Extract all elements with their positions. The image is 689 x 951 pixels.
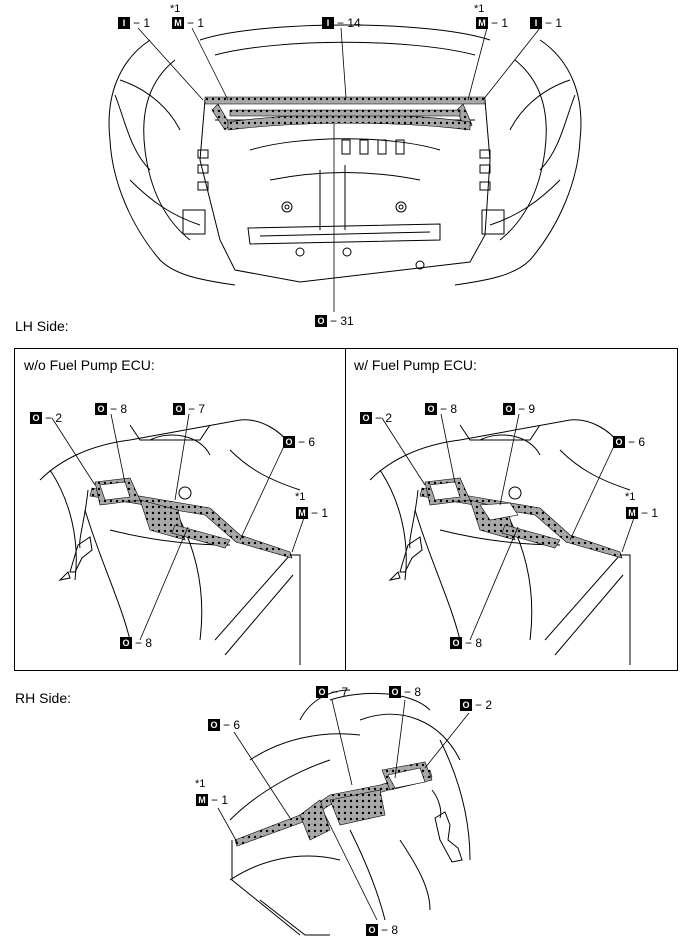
callout-wo-o6: O − 6 — [283, 436, 315, 448]
callout-wo-o7: O − 7 — [173, 403, 205, 415]
callout-wo-o8-top: O − 8 — [95, 403, 127, 415]
panel-title-with-ecu: w/ Fuel Pump ECU: — [354, 357, 477, 373]
callout-i1-right: I − 1 — [530, 17, 562, 29]
callout-o31: O − 31 — [315, 315, 354, 327]
rh-drawing — [229, 689, 471, 936]
connector-code-badge: O — [366, 924, 378, 936]
connector-code-badge: O — [30, 412, 42, 424]
connector-code-badge: O — [208, 719, 220, 731]
connector-number: − 6 — [628, 435, 646, 449]
note-marker: *1 — [170, 3, 181, 15]
connector-number: − 8 — [440, 402, 458, 416]
callout-rh-m1: M − 1 — [196, 794, 228, 806]
connector-number: − 1 — [641, 506, 659, 520]
callout-wo-o8-bottom: O − 8 — [120, 637, 152, 649]
connector-number: − 1 — [491, 16, 509, 30]
wo-leader-lines — [51, 413, 307, 641]
rh-leader-lines — [217, 699, 470, 921]
connector-code-badge: O — [283, 436, 295, 448]
rh-side-label: RH Side: — [15, 690, 72, 706]
ecu-comparison-frame — [14, 348, 678, 671]
callout-w-o8-top: O − 8 — [425, 403, 457, 415]
w-panel-drawing — [369, 419, 631, 665]
connector-number: − 7 — [331, 685, 349, 699]
callout-rh-o7: O − 7 — [316, 686, 348, 698]
callout-wo-m1: M − 1 — [296, 507, 328, 519]
callout-rh-o8-top: O − 8 — [389, 686, 421, 698]
callout-i1-left: I − 1 — [118, 17, 150, 29]
connector-number: − 1 — [187, 16, 205, 30]
connector-code-badge: I — [530, 17, 542, 29]
lh-side-label: LH Side: — [15, 318, 69, 334]
callout-w-o9: O − 9 — [503, 403, 535, 415]
panel-title-without-ecu: w/o Fuel Pump ECU: — [24, 357, 155, 373]
connector-number: − 6 — [298, 435, 316, 449]
rh-harness — [234, 761, 433, 847]
callout-rh-o2: O − 2 — [460, 699, 492, 711]
connector-code-badge: O — [173, 403, 185, 415]
connector-number: − 8 — [135, 636, 153, 650]
callout-m1-right: M − 1 — [476, 17, 508, 29]
connector-number: − 31 — [330, 314, 354, 328]
callout-w-o6: O − 6 — [613, 436, 645, 448]
connector-number: − 14 — [337, 16, 361, 30]
wo-panel-drawing — [39, 419, 301, 665]
connector-code-badge: M — [296, 507, 308, 519]
connector-code-badge: O — [460, 699, 472, 711]
callout-w-o8-bottom: O − 8 — [450, 637, 482, 649]
connector-code-badge: M — [196, 794, 208, 806]
connector-code-badge: O — [315, 315, 327, 327]
connector-number: − 2 — [45, 411, 63, 425]
connector-number: − 6 — [223, 718, 241, 732]
connector-number: − 2 — [375, 411, 393, 425]
top-leader-lines — [137, 27, 541, 312]
connector-number: − 7 — [188, 402, 206, 416]
note-marker: *1 — [195, 778, 206, 790]
note-marker: *1 — [474, 3, 485, 15]
connector-number: − 8 — [465, 636, 483, 650]
connector-code-badge: O — [120, 637, 132, 649]
note-marker: *1 — [295, 491, 306, 503]
connector-code-badge: O — [450, 637, 462, 649]
callout-wo-o2: O − 2 — [30, 412, 62, 424]
connector-code-badge: O — [360, 412, 372, 424]
connector-code-badge: O — [389, 686, 401, 698]
callout-w-o2: O − 2 — [360, 412, 392, 424]
connector-code-badge: O — [503, 403, 515, 415]
panel-divider — [345, 348, 346, 671]
w-harness — [409, 477, 623, 559]
callout-i14: I − 14 — [322, 17, 361, 29]
connector-number: − 8 — [404, 685, 422, 699]
connector-code-badge: M — [476, 17, 488, 29]
callout-m1-left: M − 1 — [172, 17, 204, 29]
connector-code-badge: M — [626, 507, 638, 519]
note-marker: *1 — [625, 491, 636, 503]
connector-code-badge: M — [172, 17, 184, 29]
top-vehicle-view — [108, 24, 582, 286]
connector-number: − 1 — [211, 793, 229, 807]
connector-number: − 8 — [110, 402, 128, 416]
callout-w-m1: M − 1 — [626, 507, 658, 519]
connector-number: − 1 — [311, 506, 329, 520]
connector-code-badge: I — [322, 17, 334, 29]
connector-code-badge: O — [316, 686, 328, 698]
connector-code-badge: I — [118, 17, 130, 29]
connector-code-badge: O — [425, 403, 437, 415]
connector-code-badge: O — [95, 403, 107, 415]
callout-rh-o6: O − 6 — [208, 719, 240, 731]
top-harness — [204, 96, 486, 131]
callout-rh-o8-bottom: O − 8 — [366, 924, 398, 936]
connector-number: − 8 — [381, 923, 399, 937]
connector-number: − 9 — [518, 402, 536, 416]
connector-number: − 1 — [133, 16, 151, 30]
connector-number: − 1 — [545, 16, 563, 30]
connector-code-badge: O — [613, 436, 625, 448]
connector-number: − 2 — [475, 698, 493, 712]
